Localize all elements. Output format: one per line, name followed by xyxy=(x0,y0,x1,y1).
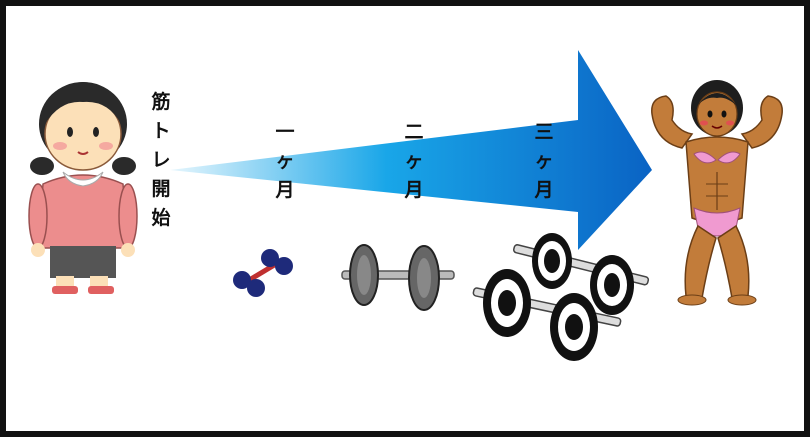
stage-label-char: 一 xyxy=(275,121,295,143)
stage-label-char: ヶ xyxy=(404,150,424,172)
start-label-char: ト xyxy=(151,120,171,142)
stage-label-char: 二 xyxy=(404,121,424,143)
start-label-char: 筋 xyxy=(151,91,171,113)
start-label-char: 開 xyxy=(151,178,171,200)
small-dumbbell-icon xyxy=(233,249,293,297)
stage-label-char: ヶ xyxy=(534,150,554,172)
stage-label-three-months: 三ヶ月 xyxy=(531,118,557,205)
stage-label-two-months: 二ヶ月 xyxy=(401,118,427,205)
medium-dumbbell-icon xyxy=(341,244,455,311)
stage-label-char: 三 xyxy=(534,121,554,143)
start-training-label: 筋トレ開始 xyxy=(148,88,174,233)
stage-label-char: 月 xyxy=(404,179,424,201)
stage-label-char: 月 xyxy=(275,179,295,201)
heavy-dumbbells-icon xyxy=(472,233,650,361)
start-label-char: 始 xyxy=(151,207,171,229)
girl-before-illustration xyxy=(28,82,138,294)
stage-label-char: ヶ xyxy=(275,150,295,172)
muscular-woman-illustration xyxy=(651,80,783,306)
stage-label-char: 月 xyxy=(534,179,554,201)
start-label-char: レ xyxy=(151,149,171,171)
stage-label-one-month: 一ヶ月 xyxy=(272,118,298,205)
